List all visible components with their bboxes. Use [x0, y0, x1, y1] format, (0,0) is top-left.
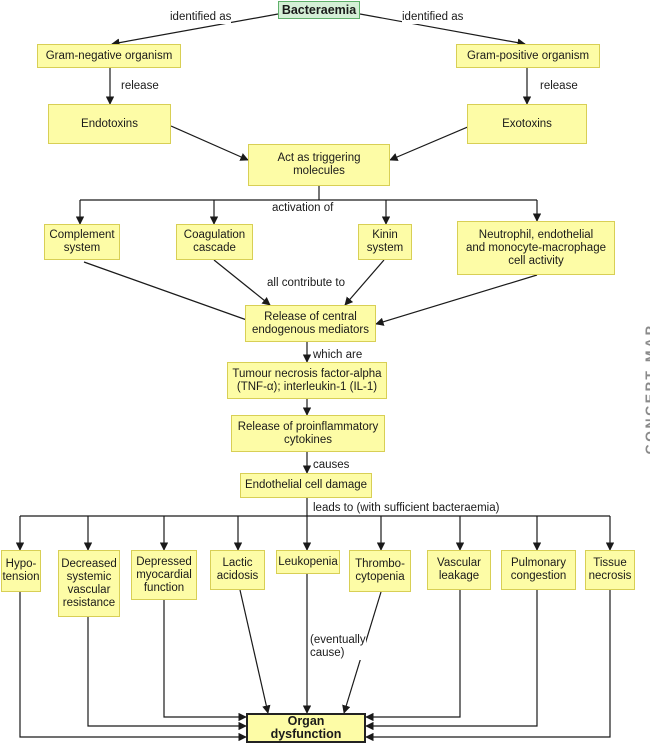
edge-label-activation-of: activation of	[272, 202, 334, 215]
node-pulmonary-congestion: Pulmonary congestion	[501, 550, 576, 590]
edge-label-identified-right: identified as	[402, 11, 464, 24]
edge-label-release-left: release	[121, 80, 159, 93]
node-hypotension: Hypo- tension	[1, 550, 41, 592]
node-tissue-necrosis: Tissue necrosis	[585, 550, 635, 590]
node-organ-dysfunction: Organ dysfunction	[246, 713, 366, 743]
edge-label-which-are: which are	[313, 349, 363, 362]
node-triggering-molecules: Act as triggering molecules	[248, 144, 390, 186]
node-decreased-svr: Decreased systemic vascular resistance	[58, 550, 120, 617]
edge-label-leads-to: leads to (with sufficient bacteraemia)	[313, 502, 500, 515]
node-coagulation-cascade: Coagulation cascade	[176, 224, 253, 260]
edge-label-all-contribute: all contribute to	[267, 277, 345, 290]
node-lactic-acidosis: Lactic acidosis	[210, 550, 265, 590]
edge-label-release-right: release	[540, 80, 578, 93]
node-kinin-system: Kinin system	[358, 224, 412, 260]
node-bacteraemia: Bacteraemia	[278, 1, 360, 19]
side-label-concept-map: CONCEPT MAP	[642, 323, 650, 455]
node-release-central-mediators: Release of central endogenous mediators	[245, 305, 376, 342]
node-thrombocytopenia: Thrombo- cytopenia	[349, 550, 411, 592]
node-leukopenia: Leukopenia	[276, 550, 340, 574]
node-endotoxins: Endotoxins	[48, 104, 171, 144]
edge-label-identified-left: identified as	[170, 11, 232, 24]
node-depressed-myocardial: Depressed myocardial function	[131, 550, 197, 600]
node-endothelial-cell-damage: Endothelial cell damage	[240, 473, 372, 498]
node-complement-system: Complement system	[44, 224, 120, 260]
node-gram-negative: Gram-negative organism	[37, 44, 181, 68]
node-vascular-leakage: Vascular leakage	[427, 550, 491, 590]
node-exotoxins: Exotoxins	[467, 104, 587, 144]
node-tnf-il1: Tumour necrosis factor-alpha (TNF-α); in…	[227, 362, 387, 399]
node-neutrophil-activity: Neutrophil, endothelial and monocyte-mac…	[457, 221, 615, 275]
edge-label-eventually-cause: (eventually cause)	[310, 634, 366, 660]
node-proinflammatory-cytokines: Release of proinflammatory cytokines	[231, 415, 385, 452]
edge-label-causes: causes	[313, 459, 350, 472]
node-gram-positive: Gram-positive organism	[456, 44, 600, 68]
